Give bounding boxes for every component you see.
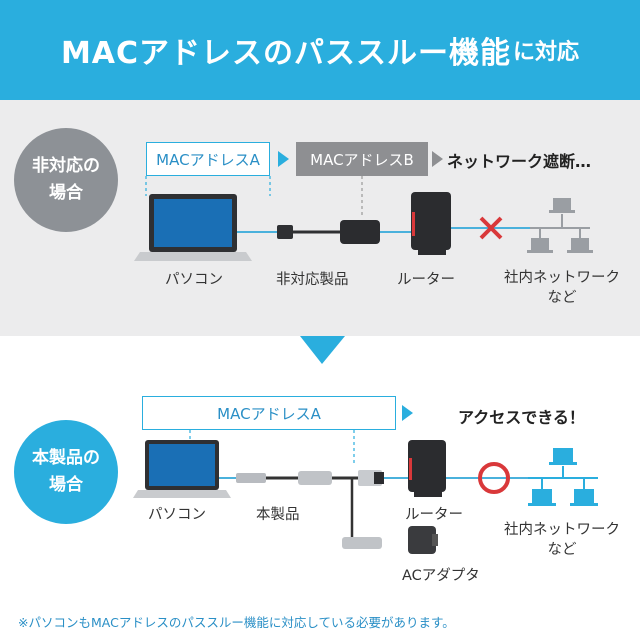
pc-label: パソコン <box>165 272 223 288</box>
product-icon <box>236 470 384 549</box>
supported-badge: 本製品の場合 <box>14 420 118 524</box>
router-label: ルーター <box>397 272 455 288</box>
network-icon <box>528 448 598 506</box>
network-blocked-text: ネットワーク遮断… <box>447 152 592 171</box>
pc-label: パソコン <box>148 507 206 523</box>
network-label: 社内ネットワークなど <box>504 270 620 306</box>
access-ok-text: アクセスできる！ <box>458 408 585 427</box>
router-icon <box>411 192 451 255</box>
mac-address-a-box: MACアドレスA <box>142 396 396 430</box>
laptop-icon <box>134 194 252 261</box>
router-label: ルーター <box>405 507 463 523</box>
page-title: MACアドレスのパススルー機能 <box>60 36 512 71</box>
footnote: ※パソコンもMACアドレスのパススルー機能に対応している必要があります。 <box>18 615 455 630</box>
product-label: 本製品 <box>256 507 300 523</box>
unsupported-badge: 非対応の場合 <box>14 128 118 232</box>
ac-adapter-icon <box>408 526 438 554</box>
arrow-right-icon <box>402 405 413 421</box>
arrow-right-icon <box>432 151 443 167</box>
laptop-icon <box>133 440 231 498</box>
mac-address-a-box: MACアドレスA <box>146 142 270 176</box>
ac-adapter-label: ACアダプタ <box>402 568 480 584</box>
adapter-icon <box>340 220 380 244</box>
down-arrow-icon <box>300 336 345 364</box>
unsupported-device-label: 非対応製品 <box>276 272 349 288</box>
network-label: 社内ネットワークなど <box>504 522 620 558</box>
ok-ring-icon <box>478 462 510 494</box>
router-icon <box>408 440 446 497</box>
title-banner: MACアドレスのパススルー機能 に対応 <box>0 0 640 100</box>
cross-icon <box>479 216 503 240</box>
unsupported-section <box>0 100 640 336</box>
page-title-suffix: に対応 <box>513 40 580 65</box>
network-icon <box>527 198 593 253</box>
mac-address-b-box: MACアドレスB <box>296 142 428 176</box>
arrow-right-icon <box>278 151 289 167</box>
